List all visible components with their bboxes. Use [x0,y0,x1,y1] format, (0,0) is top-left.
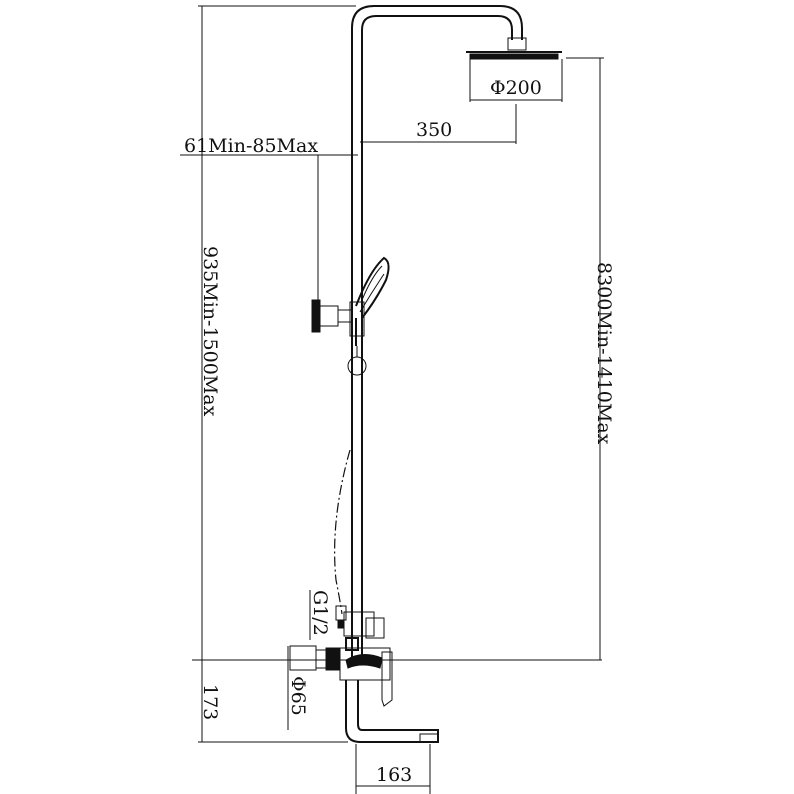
escutcheon-diameter-label: Φ65 [287,676,309,716]
mixer-height-label: 173 [199,684,221,720]
mixer-valve [289,645,393,707]
spout-length-dimension [355,744,431,794]
wall-bracket-label: 61Min-85Max [184,135,318,157]
bath-spout [345,680,439,743]
inlet-thread-label: G1/2 [309,590,331,636]
mixer-height-dimension [198,660,348,743]
flexible-hose [334,449,351,615]
head-diameter-label: Φ200 [490,77,542,99]
arm-length-dimension [360,104,517,144]
total-height-dimension [198,5,356,660]
head-height-dimension [566,57,604,660]
total-height-label: 935Min-1500Max [199,246,221,417]
diverter-body [335,605,385,651]
rain-shower-head [466,37,563,102]
head-height-label: 8300Min-1410Max [593,262,615,445]
spout-length-label: 163 [376,764,412,786]
arm-length-label: 350 [416,119,452,141]
riser-pipe [351,5,523,660]
hand-shower [347,256,390,376]
